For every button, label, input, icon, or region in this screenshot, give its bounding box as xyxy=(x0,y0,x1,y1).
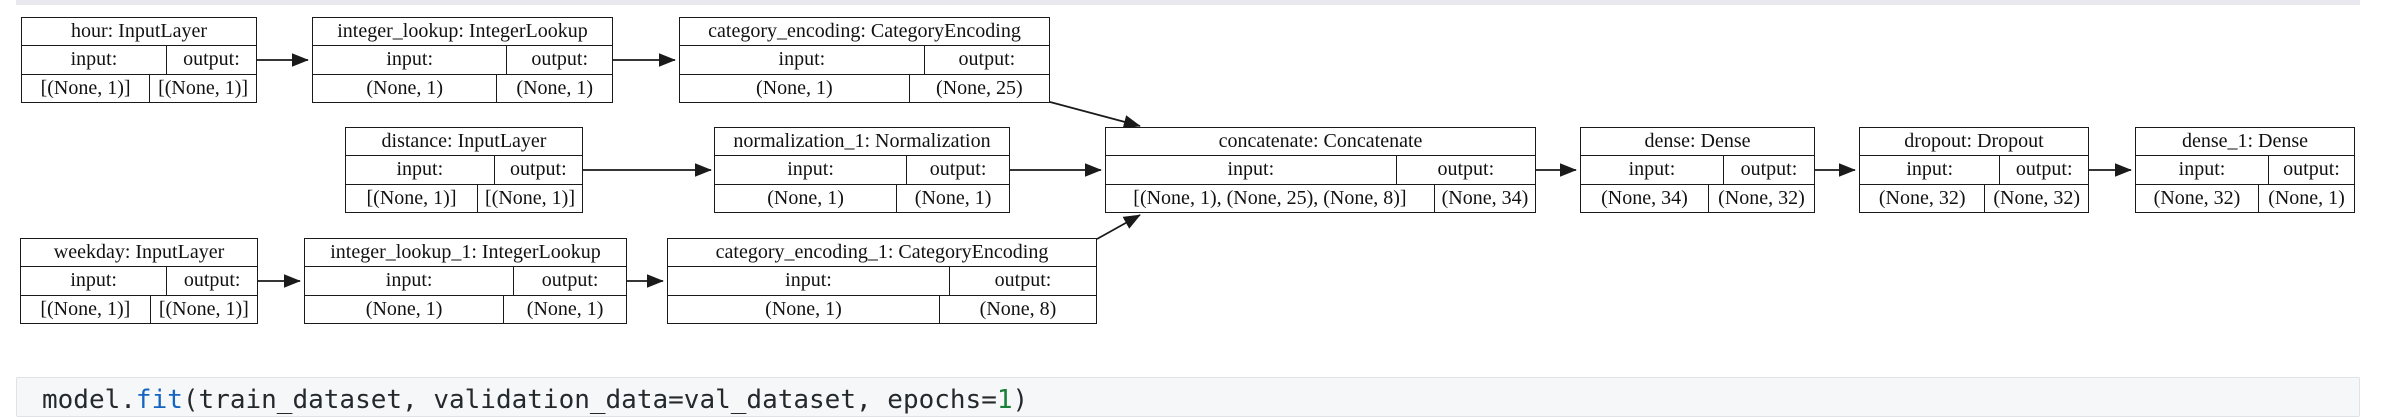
node-dropout: dropout: Dropout input: output: (None, 3… xyxy=(1859,127,2089,213)
node-normalization-1: normalization_1: Normalization input: ou… xyxy=(714,127,1010,213)
output-shape: [(None, 1)] xyxy=(485,186,575,209)
node-dense-1: dense_1: Dense input: output: (None, 32)… xyxy=(2135,127,2355,213)
output-shape: (None, 1) xyxy=(914,186,992,209)
input-shape: (None, 34) xyxy=(1581,184,1709,212)
input-label: input: xyxy=(22,46,167,74)
edge-category-encoding-1-to-concatenate xyxy=(1096,214,1141,240)
node-title: category_encoding: CategoryEncoding xyxy=(680,18,1049,46)
input-shape: (None, 1) xyxy=(668,295,940,323)
output-shape: (None, 32) xyxy=(1993,186,2081,209)
input-label: input: xyxy=(1581,156,1724,184)
node-weekday: weekday: InputLayer input: output: [(Non… xyxy=(20,238,258,324)
node-title: normalization_1: Normalization xyxy=(715,128,1009,156)
input-shape: [(None, 1)] xyxy=(21,295,151,323)
input-shape: (None, 1) xyxy=(305,295,505,323)
code-line: model.fit(train_dataset, validation_data… xyxy=(17,378,2359,415)
code-token-function: fit xyxy=(135,385,183,415)
input-label: input: xyxy=(305,267,515,295)
model-architecture-diagram: hour: InputLayer input: output: [(None, … xyxy=(20,17,2355,324)
output-label: output: xyxy=(2015,158,2073,180)
output-shape: [(None, 1)] xyxy=(158,76,249,99)
input-label: input: xyxy=(2136,156,2269,184)
output-shape: (None, 25) xyxy=(936,76,1023,99)
node-title: distance: InputLayer xyxy=(346,128,582,156)
input-label: input: xyxy=(1106,156,1397,184)
code-cell[interactable]: model.fit(train_dataset, validation_data… xyxy=(16,377,2360,417)
output-label: output: xyxy=(1437,158,1495,180)
output-label: output: xyxy=(994,269,1052,291)
input-shape: (None, 32) xyxy=(2136,184,2259,212)
code-token-number: 1 xyxy=(996,385,1013,415)
node-distance: distance: InputLayer input: output: [(No… xyxy=(345,127,583,213)
node-title: integer_lookup: IntegerLookup xyxy=(313,18,612,46)
output-label: output: xyxy=(929,158,987,180)
node-category-encoding: category_encoding: CategoryEncoding inpu… xyxy=(679,17,1050,103)
node-title: dense_1: Dense xyxy=(2136,128,2354,156)
input-shape: [(None, 1)] xyxy=(346,184,479,212)
node-integer-lookup-1: integer_lookup_1: IntegerLookup input: o… xyxy=(304,238,627,324)
input-label: input: xyxy=(680,46,925,74)
node-title: category_encoding_1: CategoryEncoding xyxy=(668,239,1096,267)
input-label: input: xyxy=(668,267,950,295)
output-label: output: xyxy=(510,158,567,180)
output-label: output: xyxy=(2283,158,2340,180)
input-shape: [(None, 1)] xyxy=(22,74,151,102)
node-title: weekday: InputLayer xyxy=(21,239,257,267)
code-token: model. xyxy=(42,385,136,415)
node-title: concatenate: Concatenate xyxy=(1106,128,1535,156)
node-concatenate: concatenate: Concatenate input: output: … xyxy=(1105,127,1536,213)
output-shape: (None, 1) xyxy=(526,297,604,320)
node-title: dropout: Dropout xyxy=(1860,128,2088,156)
output-shape: (None, 32) xyxy=(1718,186,1805,209)
output-shape: (None, 1) xyxy=(516,76,594,99)
input-label: input: xyxy=(21,267,168,295)
input-label: input: xyxy=(346,156,495,184)
input-shape: (None, 1) xyxy=(313,74,498,102)
node-title: hour: InputLayer xyxy=(22,18,256,46)
output-label: output: xyxy=(183,269,241,291)
input-shape: [(None, 1), (None, 25), (None, 8)] xyxy=(1106,184,1435,212)
input-shape: (None, 1) xyxy=(715,184,898,212)
code-token: ) xyxy=(1012,385,1029,415)
output-shape: (None, 1) xyxy=(2268,186,2345,209)
node-dense: dense: Dense input: output: (None, 34) (… xyxy=(1580,127,1815,213)
input-label: input: xyxy=(1860,156,2001,184)
input-label: input: xyxy=(313,46,508,74)
input-shape: (None, 1) xyxy=(680,74,910,102)
input-shape: (None, 32) xyxy=(1860,184,1986,212)
output-shape: [(None, 1)] xyxy=(158,297,249,320)
output-shape: (None, 8) xyxy=(979,297,1057,320)
node-category-encoding-1: category_encoding_1: CategoryEncoding in… xyxy=(667,238,1097,324)
node-hour: hour: InputLayer input: output: [(None, … xyxy=(21,17,257,103)
output-label: output: xyxy=(531,48,589,70)
node-title: integer_lookup_1: IntegerLookup xyxy=(305,239,626,267)
output-label: output: xyxy=(1740,158,1798,180)
output-shape: (None, 34) xyxy=(1441,186,1529,209)
node-title: dense: Dense xyxy=(1581,128,1814,156)
output-label: output: xyxy=(183,48,240,70)
code-token: (train_dataset, validation_data=val_data… xyxy=(182,385,997,415)
node-integer-lookup: integer_lookup: IntegerLookup input: out… xyxy=(312,17,613,103)
previous-cell-bottom-edge xyxy=(16,0,2360,5)
output-label: output: xyxy=(541,269,599,291)
edge-category-encoding-to-concatenate xyxy=(1049,101,1141,129)
output-label: output: xyxy=(958,48,1016,70)
input-label: input: xyxy=(715,156,908,184)
